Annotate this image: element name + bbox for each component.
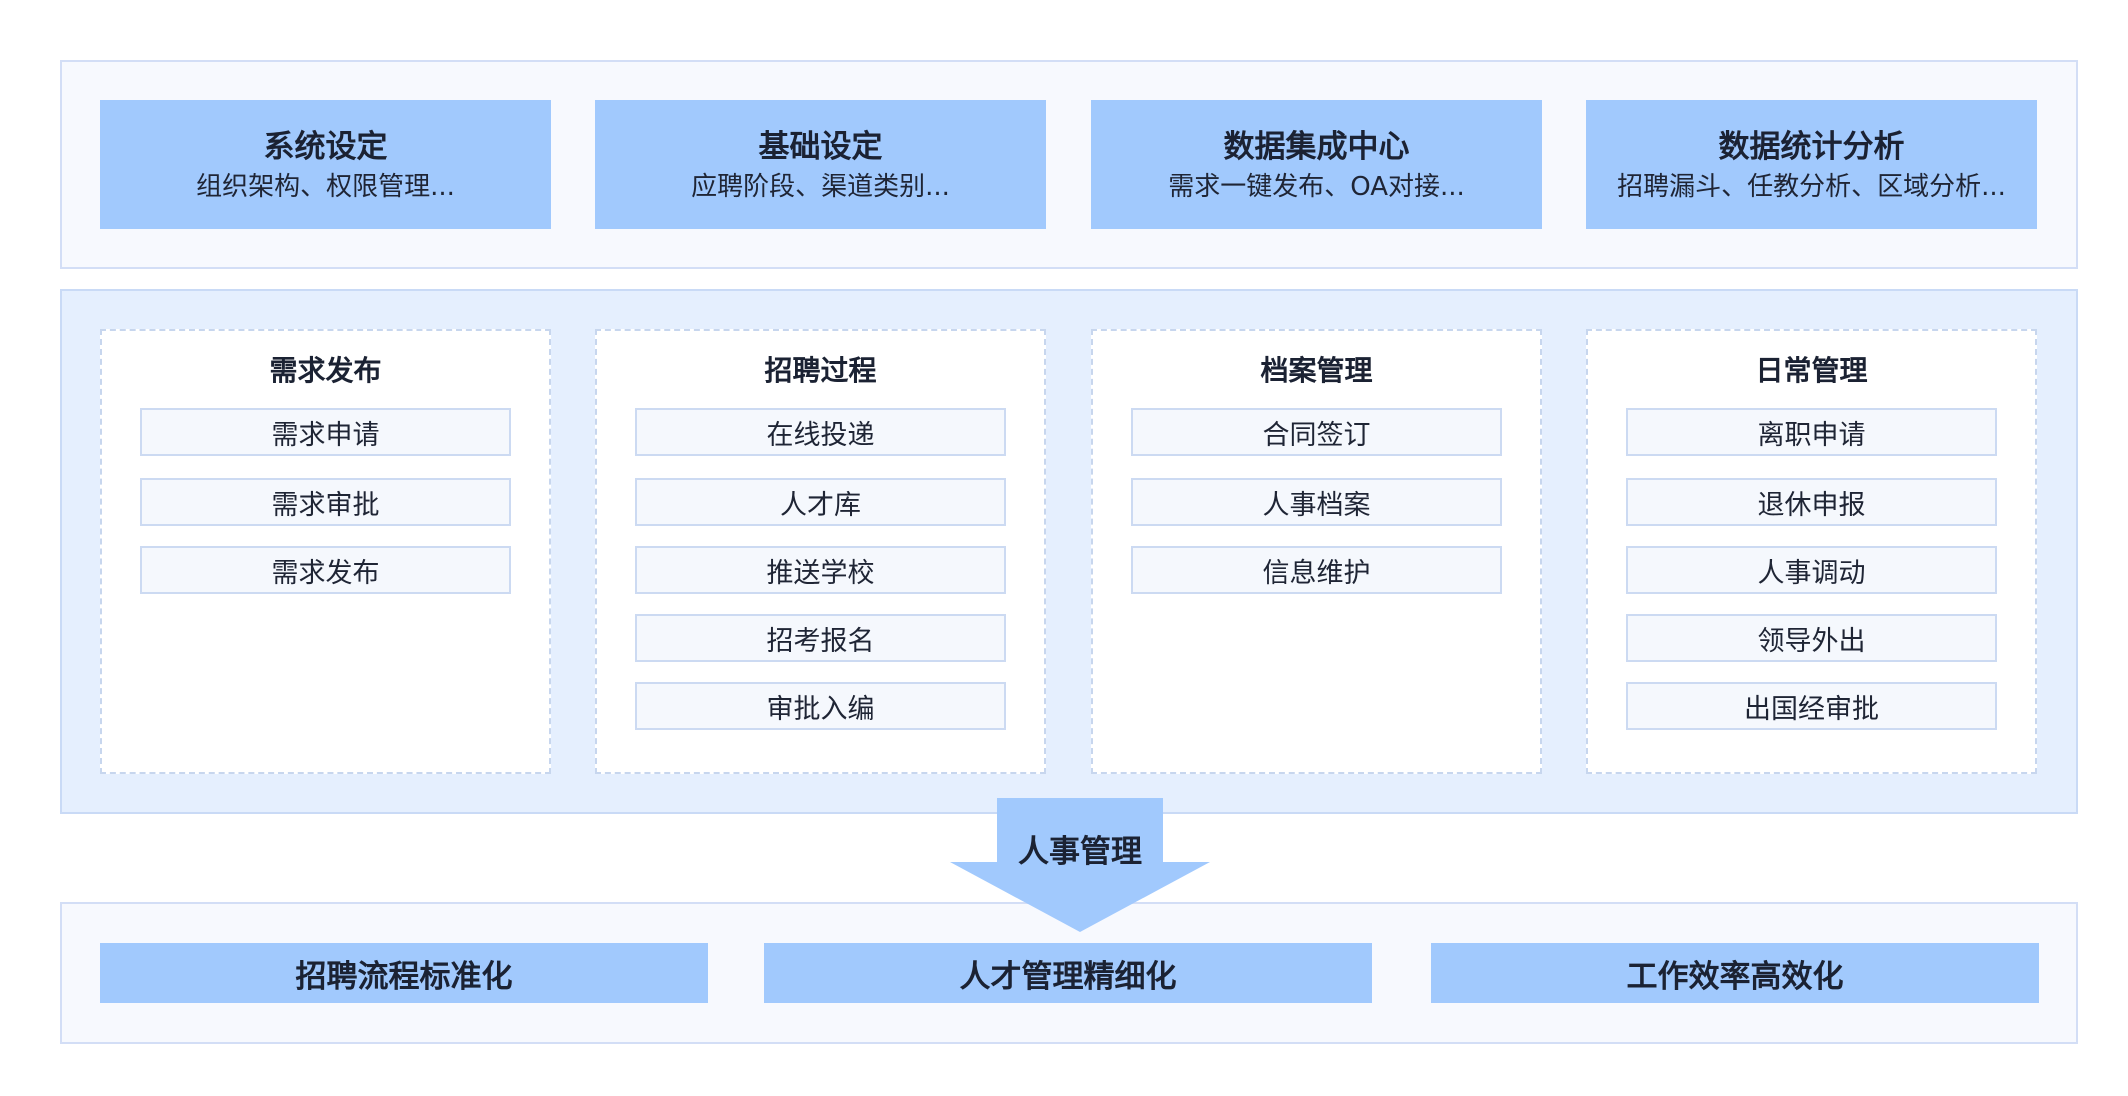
module-item: 招考报名 bbox=[635, 614, 1006, 662]
module-item: 推送学校 bbox=[635, 546, 1006, 594]
module-recruitment-process: 招聘过程 在线投递 人才库 推送学校 招考报名 审批入编 bbox=[595, 329, 1046, 774]
module-item: 人事档案 bbox=[1131, 478, 1502, 526]
module-item: 离职申请 bbox=[1626, 408, 1997, 456]
module-item: 需求审批 bbox=[140, 478, 511, 526]
system-settings-card: 系统设定 组织架构、权限管理... bbox=[100, 100, 551, 229]
module-archive-management: 档案管理 合同签订 人事档案 信息维护 bbox=[1091, 329, 1542, 774]
module-item: 审批入编 bbox=[635, 682, 1006, 730]
card-subtitle: 需求一键发布、OA对接... bbox=[1168, 171, 1465, 202]
module-item: 信息维护 bbox=[1131, 546, 1502, 594]
module-title: 招聘过程 bbox=[764, 354, 877, 387]
module-item: 需求申请 bbox=[140, 408, 511, 456]
module-title: 日常管理 bbox=[1755, 354, 1868, 387]
module-daily-management: 日常管理 离职申请 退休申报 人事调动 领导外出 出国经审批 bbox=[1586, 329, 2037, 774]
card-subtitle: 应聘阶段、渠道类别... bbox=[691, 171, 950, 202]
data-integration-card: 数据集成中心 需求一键发布、OA对接... bbox=[1091, 100, 1542, 229]
card-subtitle: 招聘漏斗、任教分析、区域分析... bbox=[1617, 171, 2006, 202]
module-demand-publish: 需求发布 需求申请 需求审批 需求发布 bbox=[100, 329, 551, 774]
module-item: 在线投递 bbox=[635, 408, 1006, 456]
arrow-shape bbox=[950, 798, 1210, 932]
card-title: 数据统计分析 bbox=[1718, 128, 1905, 165]
module-item: 人才库 bbox=[635, 478, 1006, 526]
module-item: 退休申报 bbox=[1626, 478, 1997, 526]
module-item: 出国经审批 bbox=[1626, 682, 1997, 730]
card-subtitle: 组织架构、权限管理... bbox=[196, 171, 455, 202]
module-item: 人事调动 bbox=[1626, 546, 1997, 594]
module-item: 领导外出 bbox=[1626, 614, 1997, 662]
basic-settings-card: 基础设定 应聘阶段、渠道类别... bbox=[595, 100, 1046, 229]
data-statistics-card: 数据统计分析 招聘漏斗、任教分析、区域分析... bbox=[1586, 100, 2037, 229]
outcome-recruitment-standardization: 招聘流程标准化 bbox=[100, 943, 708, 1003]
outcome-efficiency: 工作效率高效化 bbox=[1431, 943, 2039, 1003]
module-title: 需求发布 bbox=[269, 354, 382, 387]
outcome-talent-refinement: 人才管理精细化 bbox=[764, 943, 1372, 1003]
card-title: 系统设定 bbox=[263, 128, 388, 165]
down-arrow-icon bbox=[950, 798, 1210, 932]
module-title: 档案管理 bbox=[1260, 354, 1373, 387]
module-item: 合同签订 bbox=[1131, 408, 1502, 456]
card-title: 数据集成中心 bbox=[1223, 128, 1410, 165]
arrow-label: 人事管理 bbox=[1018, 834, 1142, 870]
card-title: 基础设定 bbox=[758, 128, 883, 165]
module-item: 需求发布 bbox=[140, 546, 511, 594]
